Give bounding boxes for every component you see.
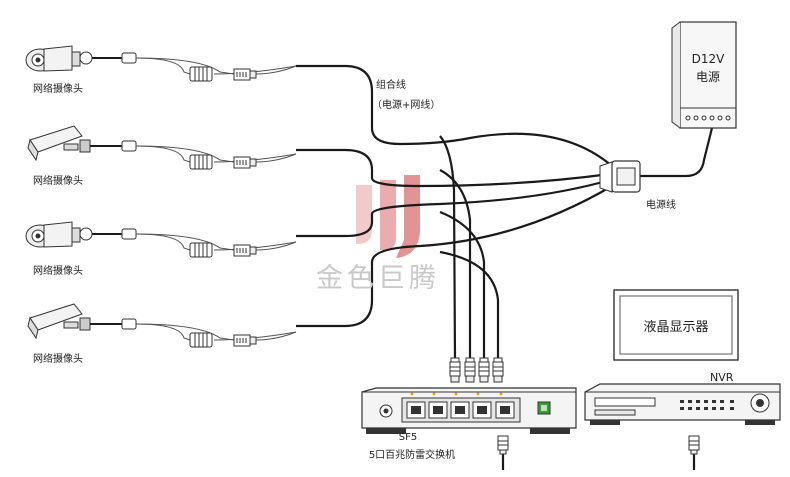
rj45-plug-icon bbox=[233, 68, 257, 81]
dc-plug-icon bbox=[189, 332, 213, 348]
camera-label-4: 网络摄像头 bbox=[33, 354, 83, 365]
lcd-monitor bbox=[613, 289, 739, 361]
dc-connector-icon bbox=[121, 228, 137, 240]
dc-plug-icon bbox=[189, 242, 213, 258]
dc-connector-icon bbox=[121, 318, 137, 330]
camera-assembly-4 bbox=[27, 303, 297, 348]
power-cable-label: 电源线 bbox=[646, 200, 676, 211]
camera-assembly-3 bbox=[25, 221, 297, 258]
camera-assembly-1 bbox=[25, 45, 297, 82]
camera-label-1: 网络摄像头 bbox=[33, 84, 83, 95]
power-supply bbox=[671, 21, 737, 129]
camera-cable-4 bbox=[100, 323, 297, 341]
combo-cable-label: 组合线 bbox=[376, 80, 406, 91]
camera-assembly-2 bbox=[27, 125, 297, 170]
dc-plug-icon bbox=[189, 66, 213, 82]
switch-description-label: 5口百兆防雷交换机 bbox=[368, 450, 456, 461]
rj45-plug-icon bbox=[233, 334, 257, 347]
camera-cable-1 bbox=[100, 57, 297, 75]
dc-connector-icon bbox=[121, 52, 137, 64]
dc-plug-icon bbox=[189, 154, 213, 170]
power-supply-voltage: D12V bbox=[691, 52, 725, 66]
watermark-logo bbox=[356, 175, 420, 258]
switch-cable-plugs bbox=[449, 357, 504, 383]
rj45-plug-icon bbox=[233, 156, 257, 169]
dc-connector-icon bbox=[121, 140, 137, 152]
power-supply-label: 电源 bbox=[695, 70, 720, 84]
combo-cable-sublabel: （电源+网线） bbox=[372, 100, 441, 111]
ethernet-switch bbox=[361, 387, 577, 455]
camera-label-2: 网络摄像头 bbox=[33, 176, 83, 187]
camera-label-3: 网络摄像头 bbox=[33, 266, 83, 277]
bullet-camera-icon bbox=[25, 221, 100, 248]
watermark-text: 金色巨腾 bbox=[316, 263, 440, 294]
bullet-camera-icon bbox=[25, 45, 100, 72]
box-camera-icon bbox=[27, 125, 100, 162]
box-camera-icon bbox=[27, 303, 100, 340]
rj45-plug-icon bbox=[233, 244, 257, 257]
combo-cables bbox=[296, 64, 714, 470]
camera-cable-assemblies bbox=[25, 45, 297, 348]
nvr-recorder bbox=[584, 383, 781, 455]
monitor-label: 液晶显示器 bbox=[643, 320, 709, 335]
nvr-label: NVR bbox=[710, 371, 734, 384]
switch-model-label: SF5 bbox=[398, 432, 418, 443]
power-splitter bbox=[599, 160, 641, 193]
